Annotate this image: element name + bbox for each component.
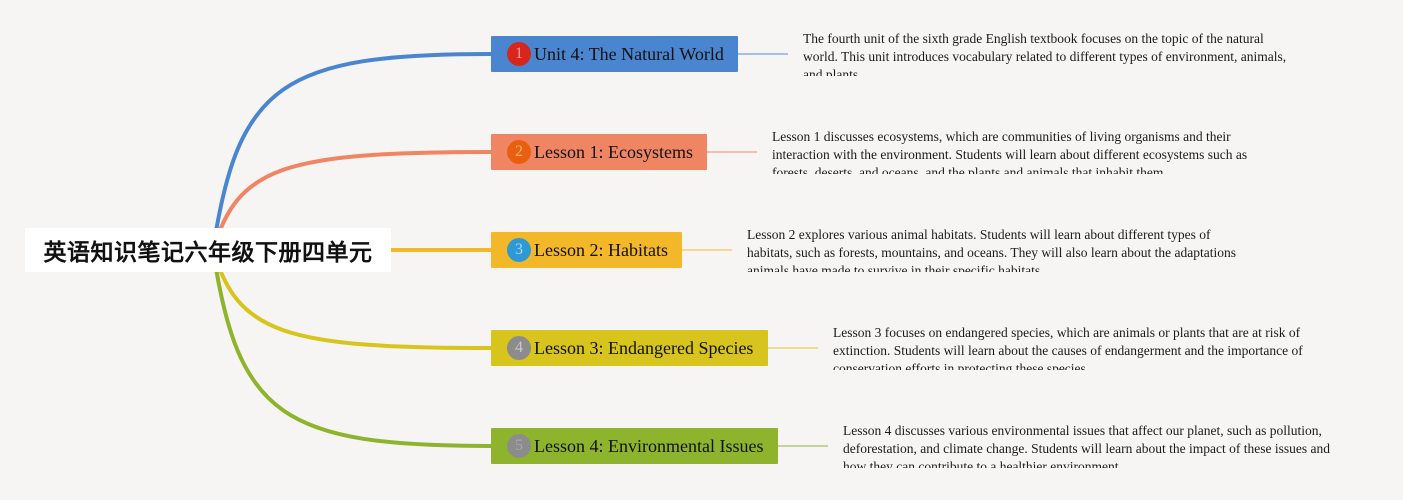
branch-label: Lesson 2: Habitats xyxy=(534,239,668,260)
branch-connector-1 xyxy=(211,52,493,252)
description-lesson-1: Lesson 1 discusses ecosystems, which are… xyxy=(772,129,1248,174)
branch-node-unit-4[interactable]: 1 Unit 4: The Natural World xyxy=(491,36,738,72)
description-lesson-2: Lesson 2 explores various animal habitat… xyxy=(747,227,1237,272)
branch-connector-2 xyxy=(211,150,493,252)
branch-label: Lesson 1: Ecosystems xyxy=(534,141,693,162)
branch-node-lesson-3[interactable]: 4 Lesson 3: Endangered Species xyxy=(491,330,768,366)
branch-label: Lesson 4: Environmental Issues xyxy=(534,435,764,456)
root-topic[interactable]: 英语知识笔记六年级下册四单元 xyxy=(25,228,391,272)
branch-connector-4 xyxy=(211,248,493,350)
branch-node-lesson-1[interactable]: 2 Lesson 1: Ecosystems xyxy=(491,134,707,170)
number-badge-3: 3 xyxy=(507,238,531,262)
number-badge-1: 1 xyxy=(507,42,531,66)
branch-node-lesson-4[interactable]: 5 Lesson 4: Environmental Issues xyxy=(491,428,778,464)
branch-node-lesson-2[interactable]: 3 Lesson 2: Habitats xyxy=(491,232,682,268)
description-unit-4: The fourth unit of the sixth grade Engli… xyxy=(803,31,1287,76)
root-title: 英语知识笔记六年级下册四单元 xyxy=(43,240,373,266)
branch-label: Lesson 3: Endangered Species xyxy=(534,337,754,358)
number-badge-4: 4 xyxy=(507,336,531,360)
number-badge-5: 5 xyxy=(507,434,531,458)
description-lesson-3: Lesson 3 focuses on endangered species, … xyxy=(833,325,1303,370)
branch-connector-5 xyxy=(211,248,493,448)
description-lesson-4: Lesson 4 discusses various environmental… xyxy=(843,423,1330,468)
number-badge-2: 2 xyxy=(507,140,531,164)
branch-label: Unit 4: The Natural World xyxy=(534,43,724,64)
